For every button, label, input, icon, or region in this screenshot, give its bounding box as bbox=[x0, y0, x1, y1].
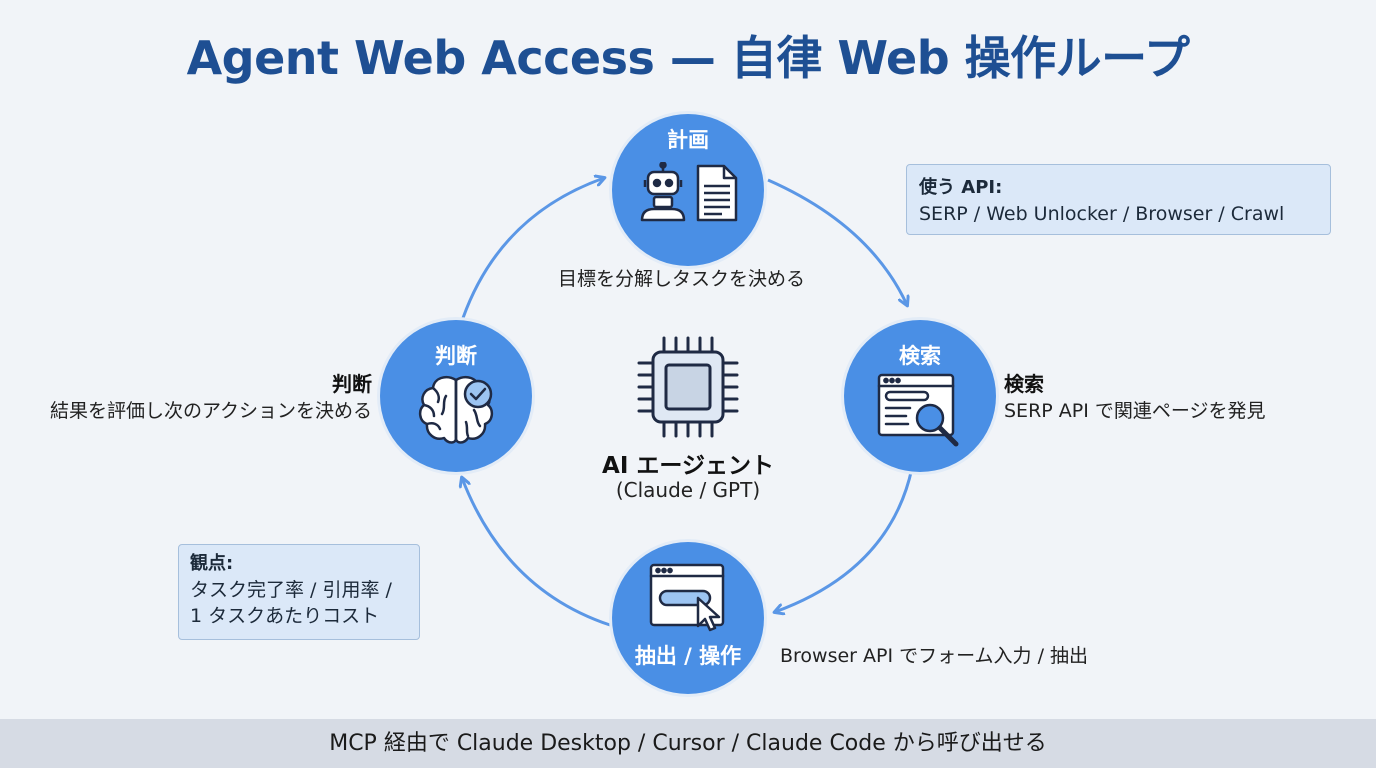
node-extract: 抽出 / 操作 bbox=[612, 542, 764, 694]
node-extract-caption: Browser API でフォーム入力 / 抽出 bbox=[780, 645, 1089, 667]
arrow-judge-to-plan bbox=[461, 178, 604, 319]
node-search: 検索 bbox=[844, 320, 996, 472]
center-agent-subtitle: (Claude / GPT) bbox=[615, 478, 761, 502]
chip-icon bbox=[637, 336, 739, 438]
viewpoint-box-line2: 1 タスクあたりコスト bbox=[190, 605, 380, 627]
search-window-icon bbox=[877, 373, 959, 447]
node-extract-label: 抽出 / 操作 bbox=[634, 644, 742, 668]
node-plan: 計画 bbox=[612, 114, 764, 266]
node-judge-heading: 判断 bbox=[332, 372, 372, 396]
node-judge: 判断 bbox=[380, 320, 532, 472]
center-agent-title: AI エージェント bbox=[602, 453, 774, 479]
api-box-title: 使う API: bbox=[919, 177, 1003, 198]
brain-check-icon bbox=[418, 376, 494, 444]
viewpoint-box-title: 観点: bbox=[190, 553, 234, 574]
page-title: Agent Web Access — 自律 Web 操作ループ bbox=[186, 31, 1190, 85]
viewpoint-info-box: 観点: タスク完了率 / 引用率 / 1 タスクあたりコスト bbox=[178, 544, 420, 640]
node-search-heading: 検索 bbox=[1004, 372, 1044, 396]
node-judge-label: 判断 bbox=[435, 344, 477, 368]
footer-banner: MCP 経由で Claude Desktop / Cursor / Claude… bbox=[0, 719, 1376, 768]
arrow-extract-to-judge bbox=[462, 478, 611, 627]
arrow-plan-to-search bbox=[767, 178, 907, 305]
api-info-box: 使う API: SERP / Web Unlocker / Browser / … bbox=[906, 164, 1331, 235]
api-box-body: SERP / Web Unlocker / Browser / Crawl bbox=[919, 203, 1285, 225]
node-plan-label: 計画 bbox=[667, 128, 709, 152]
node-search-caption: SERP API で関連ページを発見 bbox=[1004, 400, 1266, 422]
browser-click-icon bbox=[649, 563, 725, 632]
node-search-label: 検索 bbox=[899, 344, 941, 368]
robot-document-icon bbox=[640, 162, 738, 222]
viewpoint-box-line1: タスク完了率 / 引用率 / bbox=[190, 579, 392, 601]
node-plan-caption: 目標を分解しタスクを決める bbox=[558, 268, 806, 290]
node-judge-caption: 結果を評価し次のアクションを決める bbox=[49, 400, 372, 422]
arrow-search-to-extract bbox=[775, 467, 914, 612]
